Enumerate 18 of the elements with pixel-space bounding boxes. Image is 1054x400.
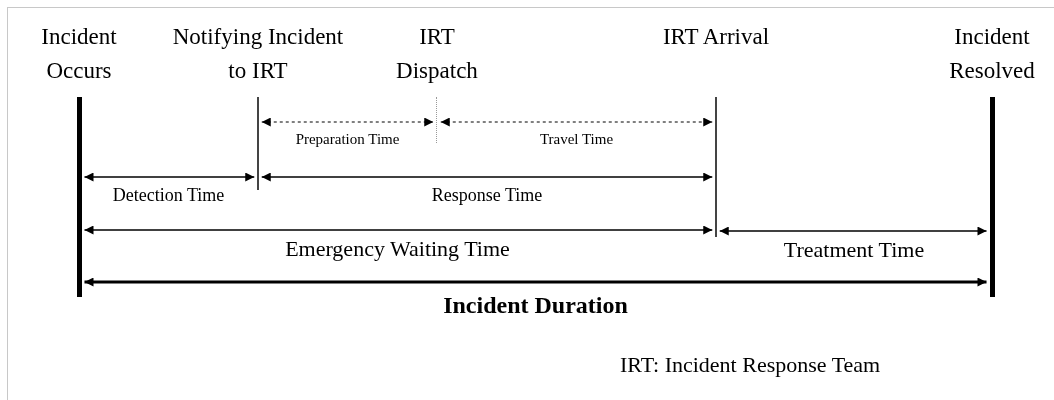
timeline-bar [989, 97, 995, 297]
interval-arrow [261, 172, 713, 182]
interval-arrow [83, 172, 255, 182]
milestone-label: IRT Dispatch [395, 23, 479, 85]
timeline-bar [715, 97, 717, 237]
timeline-bar [257, 97, 259, 190]
milestone-label: IRT Arrival [661, 23, 771, 51]
interval-arrow [261, 117, 434, 127]
timeline-bar [76, 97, 82, 297]
interval-arrow [83, 225, 713, 235]
footnote: IRT: Incident Response Team [620, 352, 881, 378]
interval-arrow [719, 226, 988, 236]
milestone-label: Incident Resolved [948, 23, 1036, 85]
timeline-bar [436, 97, 439, 143]
interval-arrow [440, 117, 713, 127]
milestone-label: Notifying Incident to IRT [171, 23, 345, 85]
interval-arrow [84, 277, 987, 287]
milestone-label: Incident Occurs [40, 23, 118, 85]
